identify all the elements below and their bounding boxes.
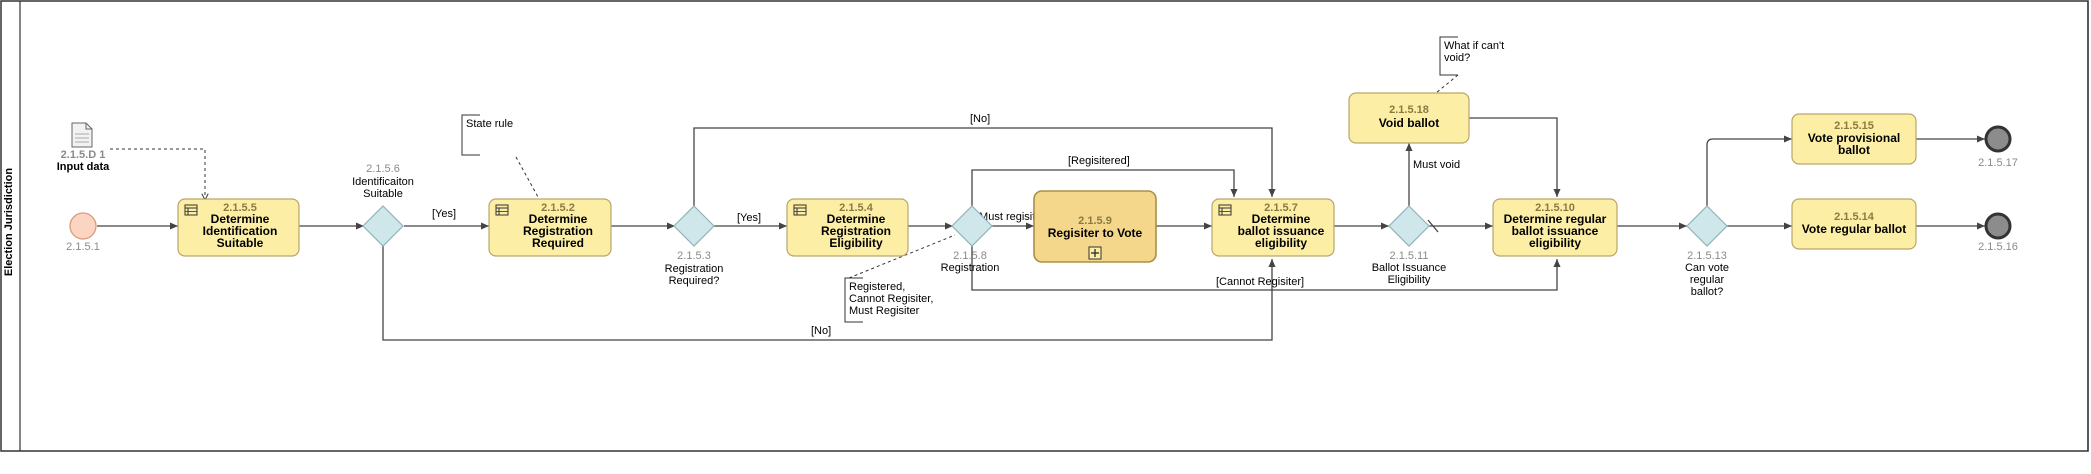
gateway-id: 2.1.5.13 [1687, 250, 1727, 262]
task-determine-regular-ballot-issuance-eligibility[interactable]: 2.1.5.10 Determine regular ballot issuan… [1492, 198, 1618, 257]
task-name-line-1: Vote regular ballot [1802, 222, 1906, 236]
annotation-association-void [1435, 74, 1459, 94]
task-name-line-1: Regisiter to Vote [1048, 226, 1143, 240]
gateway-id: 2.1.5.8 [953, 250, 987, 262]
gateway-label-line-1: Registration [665, 263, 724, 275]
task-name-line-1: Determine [211, 212, 270, 226]
annotation-bracket-registration [844, 277, 863, 323]
task-void-ballot[interactable]: 2.1.5.18 Void ballot [1348, 92, 1470, 144]
start-event[interactable]: 2.1.5.1 [66, 212, 100, 253]
task-id: 2.1.5.14 [1834, 211, 1875, 223]
flow-label-must-void: Must void [1413, 159, 1460, 171]
flow-label-ident-yes: [Yes] [432, 208, 456, 220]
expand-subprocess-icon[interactable] [1088, 246, 1102, 260]
gateway-registration[interactable]: 2.1.5.8 Registration [941, 205, 1000, 274]
task-name-line-2: Registration [523, 224, 593, 238]
annotation-registration-line-1: Registered, [849, 281, 905, 293]
annotation-bracket-state-rule [461, 114, 480, 156]
end-event-regular[interactable]: 2.1.5.16 [1978, 212, 2018, 253]
task-name-line-3: eligibility [1255, 236, 1307, 250]
task-id: 2.1.5.4 [839, 202, 874, 214]
gateway-id: 2.1.5.3 [677, 250, 711, 262]
task-name-line-3: Required [532, 236, 584, 250]
flow-label-registered: [Regisitered] [1068, 155, 1130, 167]
task-vote-provisional-ballot[interactable]: 2.1.5.15 Vote provisional ballot [1791, 113, 1917, 165]
flow-label-must-register: [Must regisiter] [976, 211, 1048, 223]
task-determine-registration-required[interactable]: 2.1.5.2 Determine Registration Required [488, 198, 612, 257]
data-object-input-data[interactable]: 2.1.5.D 1 Input data [57, 122, 110, 173]
task-id: 2.1.5.5 [223, 202, 257, 214]
task-id: 2.1.5.10 [1535, 202, 1575, 214]
gateway-label-line-2: Eligibility [1388, 274, 1431, 286]
end-event-id: 2.1.5.17 [1978, 157, 2018, 169]
data-object-name: Input data [57, 161, 110, 173]
task-id: 2.1.5.18 [1389, 104, 1429, 116]
annotation-registration-line-3: Must Regisiter [849, 305, 920, 317]
lane-title: Election Jurisdiction [3, 168, 15, 276]
task-name-line-3: eligibility [1529, 236, 1581, 250]
gateway-label-line-1: Ballot Issuance [1372, 262, 1447, 274]
gateway-can-vote-regular-ballot[interactable]: 2.1.5.13 Can vote regular ballot? [1685, 205, 1729, 298]
task-id: 2.1.5.15 [1834, 120, 1874, 132]
gateway-label-line-2: Required? [669, 275, 720, 287]
task-name-line-1: Determine [529, 212, 588, 226]
task-name-line-2: ballot issuance [1238, 224, 1325, 238]
task-name-line-1: Vote provisional [1808, 131, 1900, 145]
task-name-line-2: ballot issuance [1512, 224, 1599, 238]
gateway-label-line-2: regular [1690, 274, 1725, 286]
annotation-void-line-2: void? [1444, 52, 1470, 64]
annotation-void-line-1: What if can't [1444, 40, 1504, 52]
task-id: 2.1.5.7 [1264, 202, 1298, 214]
task-id: 2.1.5.9 [1078, 215, 1112, 227]
task-determine-registration-eligibility[interactable]: 2.1.5.4 Determine Registration Eligibili… [786, 198, 909, 257]
flow-label-ident-no: [No] [811, 325, 831, 337]
gateway-id: 2.1.5.6 [366, 163, 400, 175]
gateway-label-line-3: ballot? [1691, 286, 1723, 298]
task-name-line-3: Eligibility [829, 236, 883, 250]
end-event-circle [1984, 212, 2012, 240]
start-event-circle [69, 212, 97, 240]
end-event-id: 2.1.5.16 [1978, 241, 2018, 253]
task-determine-ballot-issuance-eligibility[interactable]: 2.1.5.7 Determine ballot issuance eligib… [1211, 198, 1335, 257]
gateway-label-line-1: Can vote [1685, 262, 1729, 274]
annotation-state-rule: State rule [466, 118, 513, 130]
gateway-label-line-1: Registration [941, 262, 1000, 274]
data-object-icon [71, 122, 93, 148]
task-vote-regular-ballot[interactable]: 2.1.5.14 Vote regular ballot [1791, 198, 1917, 250]
task-name-line-2: Identification [203, 224, 278, 238]
annotation-registration-line-2: Cannot Regisiter, [849, 293, 933, 305]
data-object-id: 2.1.5.D 1 [61, 149, 106, 161]
task-name-line-1: Determine regular [1504, 212, 1607, 226]
task-name-line-1: Determine [827, 212, 886, 226]
task-determine-identification-suitable[interactable]: 2.1.5.5 Determine Identification Suitabl… [177, 198, 300, 257]
end-event-circle [1984, 125, 2012, 153]
sequence-flows [97, 117, 1985, 341]
task-name-line-2: ballot [1838, 143, 1870, 157]
task-name-line-3: Suitable [217, 236, 264, 250]
annotation-association-registration [848, 234, 956, 279]
subprocess-register-to-vote[interactable]: 2.1.5.9 Regisiter to Vote [1033, 190, 1157, 263]
flow-label-reg-req-no: [No] [970, 113, 990, 125]
task-name-line-1: Void ballot [1379, 116, 1439, 130]
annotation-association-state-rule [515, 156, 539, 198]
task-id: 2.1.5.2 [541, 202, 575, 214]
data-association [110, 148, 205, 200]
task-name-line-2: Registration [821, 224, 891, 238]
gateway-id: 2.1.5.11 [1390, 250, 1429, 262]
gateway-registration-required[interactable]: 2.1.5.3 Registration Required? [665, 205, 724, 287]
flow-label-cannot-register: [Cannot Regisiter] [1216, 276, 1304, 288]
gateway-ballot-issuance-eligibility[interactable]: 2.1.5.11 Ballot Issuance Eligibility [1372, 205, 1447, 286]
annotation-bracket-void [1439, 36, 1458, 76]
flow-label-reg-req-yes: [Yes] [737, 212, 761, 224]
start-event-id: 2.1.5.1 [66, 241, 100, 253]
gateway-label-line-2: Suitable [363, 188, 403, 200]
gateway-label-line-1: Identificaiton [352, 176, 414, 188]
task-name-line-1: Determine [1252, 212, 1311, 226]
end-event-provisional[interactable]: 2.1.5.17 [1978, 125, 2018, 169]
gateway-identification-suitable[interactable]: 2.1.5.6 Identificaiton Suitable [352, 163, 414, 247]
